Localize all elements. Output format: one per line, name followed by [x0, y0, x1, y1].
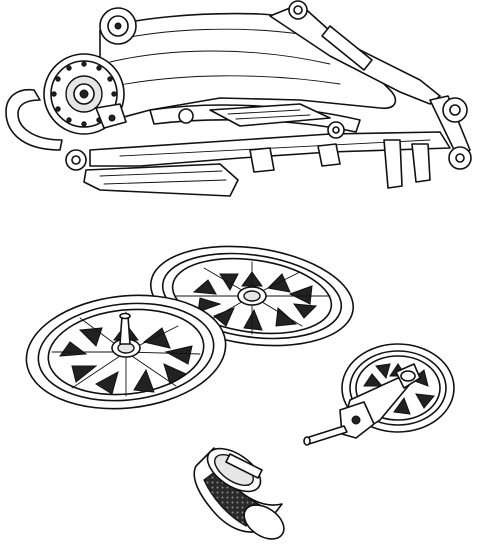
- front-swivel-wheel: [303, 343, 455, 446]
- folded-stroller-frame: [5, 0, 472, 197]
- rear-wheel-left: [25, 294, 227, 410]
- cup-holder: [193, 447, 285, 540]
